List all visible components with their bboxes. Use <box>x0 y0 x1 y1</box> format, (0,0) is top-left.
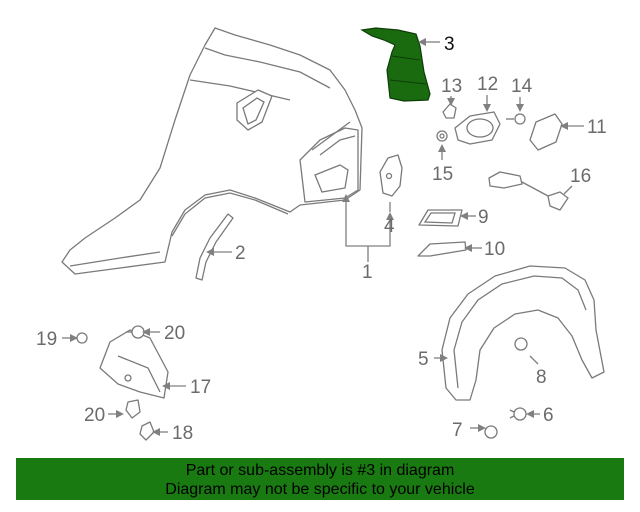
callout-20-lower: 20 <box>84 405 105 426</box>
callout-6: 6 <box>543 405 554 426</box>
parts-diagram: 1 2 3 4 5 6 7 8 9 10 11 12 13 14 15 16 1… <box>36 27 607 444</box>
callout-11: 11 <box>587 117 607 138</box>
banner-line-2: Diagram may not be specific to your vehi… <box>165 481 475 498</box>
callout-1: 1 <box>362 262 373 283</box>
part-17-bracket <box>99 329 186 399</box>
part-4-bracket <box>379 154 403 212</box>
part-19-grommet <box>62 332 88 344</box>
part-6-screw <box>509 407 540 421</box>
part-12-filler-housing <box>454 95 501 145</box>
callout-16: 16 <box>570 166 591 187</box>
part-10-strip <box>417 241 482 257</box>
part-15-grommet <box>436 130 448 160</box>
part-9-seal <box>418 209 476 227</box>
callout-4: 4 <box>384 216 395 237</box>
part-18-clip <box>139 421 168 441</box>
part-13-clip <box>442 96 457 119</box>
callout-13: 13 <box>441 76 462 97</box>
part-11-fuel-door <box>529 113 584 151</box>
callout-15: 15 <box>432 164 453 185</box>
quarter-panel <box>61 27 394 275</box>
callout-5: 5 <box>418 349 429 370</box>
callout-7: 7 <box>452 420 463 441</box>
part-20-bolt-lower <box>108 399 141 419</box>
callout-2: 2 <box>235 243 246 264</box>
callout-10: 10 <box>484 239 505 260</box>
part-2-molding <box>195 213 234 281</box>
part-7-clip <box>470 424 498 439</box>
part-3-shape <box>360 27 431 102</box>
callout-19: 19 <box>36 329 57 350</box>
part-3-highlighted-panel <box>360 27 440 102</box>
part-8-fastener <box>514 337 539 365</box>
callout-8: 8 <box>536 367 547 388</box>
part-20-bolt-upper <box>126 325 160 339</box>
callout-12: 12 <box>477 74 498 95</box>
callout-17: 17 <box>190 377 211 398</box>
callout-9: 9 <box>478 207 489 228</box>
banner-line-1: Part or sub-assembly is #3 in diagram <box>185 462 455 479</box>
callout-3: 3 <box>444 34 455 55</box>
info-banner: Part or sub-assembly is #3 in diagram Di… <box>16 458 624 500</box>
callout-20-upper: 20 <box>164 323 185 344</box>
part-16-release-cable <box>488 171 573 211</box>
callout-18: 18 <box>172 423 193 444</box>
callout-14: 14 <box>511 76 533 97</box>
part-5-fender-liner <box>434 265 605 401</box>
part-14-screw <box>506 97 526 125</box>
